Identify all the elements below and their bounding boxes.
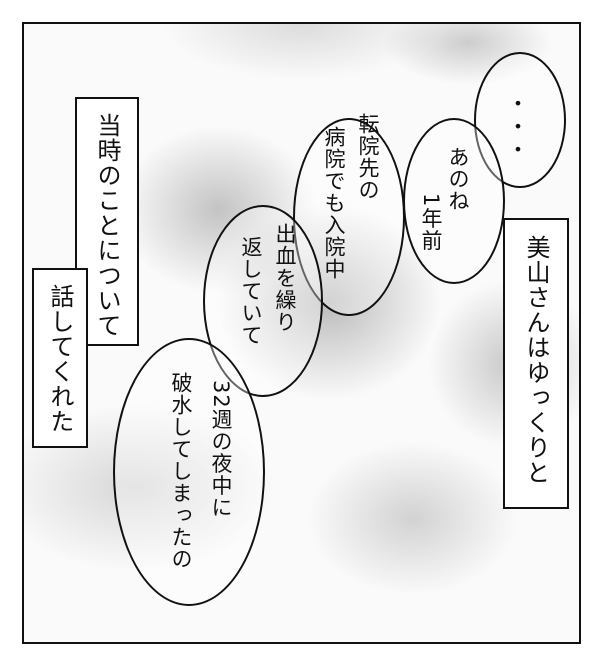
narration-box-told-me: 話してくれた	[32, 268, 88, 448]
speech-bubble-water-broke	[113, 338, 265, 606]
bubble-text: 1年前	[419, 193, 443, 252]
bubble-text: 32週の夜中に	[209, 380, 233, 519]
bubble-text: あのね	[446, 146, 470, 212]
bubble-text: ・・・	[503, 92, 528, 161]
bubble-text: 転院先の	[356, 113, 380, 201]
narration-text: 当時のことについて	[93, 113, 121, 338]
speech-bubble-one-year-ago	[403, 118, 505, 284]
narration-box-about-then: 当時のことについて	[75, 97, 139, 346]
bubble-text: 破水してしまったの	[169, 372, 193, 570]
narration-text: 話してくれた	[46, 284, 74, 434]
bubble-text: 病院でも入院中	[322, 126, 346, 280]
narration-text: 美山さんはゆっくりと	[522, 235, 550, 485]
bubble-text: 出血を繰り	[273, 223, 297, 333]
narration-box-miyama: 美山さんはゆっくりと	[503, 218, 569, 509]
bubble-text: 返していて	[239, 236, 263, 346]
